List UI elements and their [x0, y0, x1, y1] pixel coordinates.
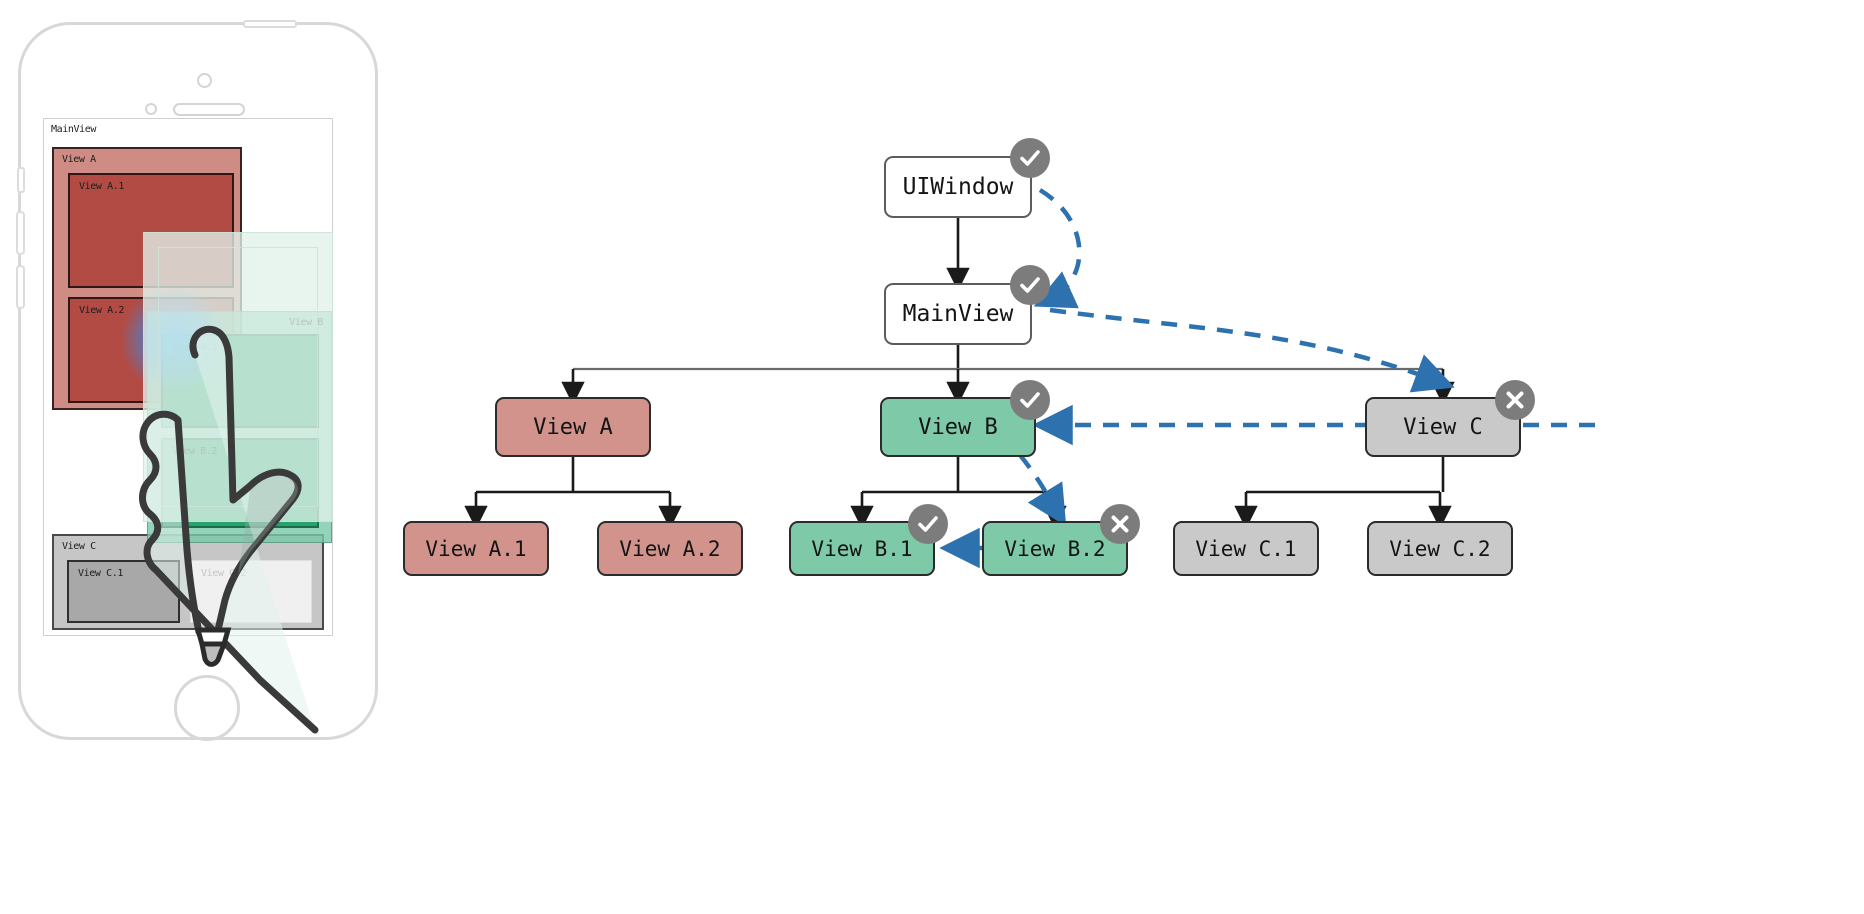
- screen-view-c2[interactable]: View C.2: [190, 560, 312, 623]
- power-button[interactable]: [243, 20, 297, 28]
- tree-node-view-b2-label: View B.2: [1004, 536, 1106, 561]
- tree-node-view-b-label: View B: [918, 414, 998, 440]
- tree-node-view-a1[interactable]: View A.1: [403, 521, 549, 576]
- tree-node-view-c-label: View C: [1403, 414, 1483, 440]
- check-circle-icon: [1010, 138, 1050, 178]
- view-hierarchy-tree: UIWindow MainView View A View B View C: [400, 0, 1864, 914]
- tree-node-view-b1-label: View B.1: [811, 536, 913, 561]
- screen-view-c-label: View C: [62, 541, 96, 552]
- ghost-overlay-panel: [143, 232, 333, 522]
- ghost-overlay-inner: [158, 247, 318, 507]
- x-circle-icon: [1495, 380, 1535, 420]
- tree-node-mainview-label: MainView: [902, 301, 1014, 327]
- tree-node-view-c[interactable]: View C: [1365, 397, 1521, 457]
- volume-up-button[interactable]: [16, 211, 25, 255]
- tree-node-view-c2-label: View C.2: [1389, 536, 1491, 561]
- home-button-icon[interactable]: [174, 675, 240, 741]
- x-circle-icon: [1100, 504, 1140, 544]
- camera-icon: [197, 73, 212, 88]
- tree-node-view-c1[interactable]: View C.1: [1173, 521, 1319, 576]
- tree-node-view-a2[interactable]: View A.2: [597, 521, 743, 576]
- tree-node-view-a1-label: View A.1: [425, 536, 527, 561]
- speaker-icon: [173, 103, 245, 116]
- check-circle-icon: [908, 504, 948, 544]
- tree-node-view-a2-label: View A.2: [619, 536, 721, 561]
- screen-view-c1[interactable]: View C.1: [67, 560, 180, 623]
- screen-view-c[interactable]: View C View C.1 View C.2: [52, 534, 324, 630]
- check-circle-icon: [1010, 265, 1050, 305]
- tree-node-view-b2[interactable]: View B.2: [982, 521, 1128, 576]
- volume-down-button[interactable]: [16, 265, 25, 309]
- sensor-icon: [145, 103, 157, 115]
- phone-illustration: MainView View A View A.1 View A.2 View C…: [0, 0, 440, 914]
- check-circle-icon: [1010, 380, 1050, 420]
- screen-view-c2-label: View C.2: [201, 568, 246, 579]
- screen-mainview-label: MainView: [51, 124, 96, 135]
- tree-node-view-a[interactable]: View A: [495, 397, 651, 457]
- tree-node-uiwindow-label: UIWindow: [902, 174, 1014, 200]
- screen-view-a2-label: View A.2: [79, 305, 124, 316]
- tree-node-view-a-label: View A: [533, 414, 613, 440]
- screen-view-a-label: View A: [62, 154, 96, 165]
- tree-node-view-b[interactable]: View B: [880, 397, 1036, 457]
- tree-node-view-c1-label: View C.1: [1195, 536, 1297, 561]
- tree-node-uiwindow[interactable]: UIWindow: [884, 156, 1032, 218]
- tree-node-view-c2[interactable]: View C.2: [1367, 521, 1513, 576]
- mute-switch-icon[interactable]: [17, 167, 25, 193]
- tree-node-mainview[interactable]: MainView: [884, 283, 1032, 345]
- tree-edges: [464, 188, 1595, 569]
- screen-view-a1-label: View A.1: [79, 181, 124, 192]
- screen-view-c1-label: View C.1: [78, 568, 123, 579]
